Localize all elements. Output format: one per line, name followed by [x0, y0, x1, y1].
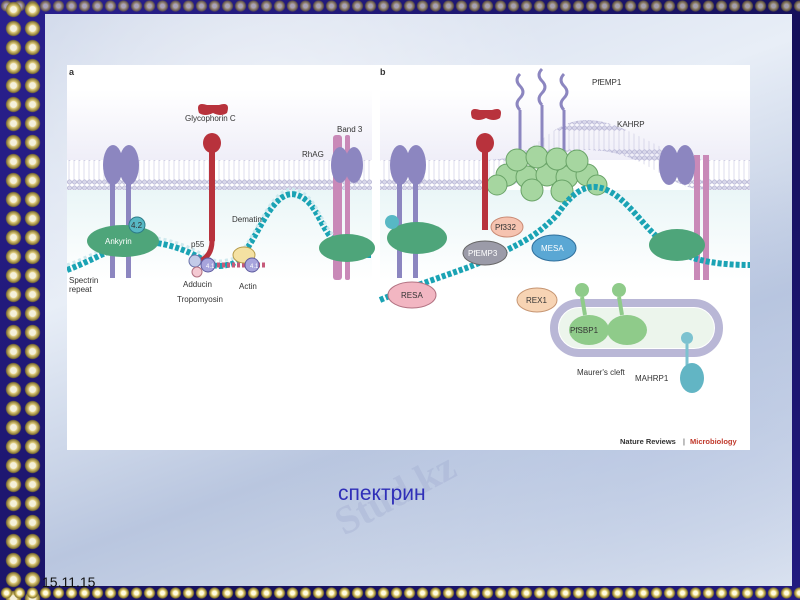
label-p55: p55	[191, 240, 205, 249]
bead-border-top	[0, 0, 800, 12]
label-ankyrin: Ankyrin	[105, 237, 132, 246]
label-rhag: RhAG	[302, 150, 324, 159]
label-tropomyosin: Tropomyosin	[177, 295, 223, 304]
glycophorin-c-protein	[471, 109, 501, 230]
resa-protein	[387, 281, 437, 309]
mesa-protein	[531, 234, 577, 262]
bead-border-bottom	[0, 586, 800, 600]
figure: a Glycophorin C Band 3 RhAG Ankyrin 4.2 …	[65, 65, 751, 450]
pfemp3-protein	[462, 240, 508, 266]
label-band3: Band 3	[337, 125, 363, 134]
ankyrin-protein	[387, 222, 447, 254]
label-dematin: Dematin	[232, 215, 262, 224]
label-mesa: MESA	[541, 244, 564, 253]
pfsbp1-protein	[607, 315, 647, 345]
label-actin: Actin	[239, 282, 257, 291]
label-adducin: Adducin	[183, 280, 212, 289]
credit-section: Microbiology	[690, 437, 737, 446]
label-resa: RESA	[401, 291, 423, 300]
junctional-complex	[188, 246, 267, 278]
label-rex1: REX1	[526, 296, 547, 305]
maurers-cleft	[550, 283, 723, 393]
credit-separator: |	[683, 437, 685, 446]
pfsbp1-protein	[569, 315, 609, 345]
protein-4-2	[385, 215, 399, 229]
slide-caption: спектрин	[338, 482, 426, 505]
panel-a	[65, 90, 375, 280]
rex1-protein	[516, 287, 558, 313]
glycophorin-c-protein	[193, 104, 228, 266]
band3-dimer-right	[659, 145, 709, 280]
panel-b	[378, 67, 751, 393]
label-4-1: 4.1	[206, 264, 215, 270]
credit-journal: Nature Reviews	[620, 437, 676, 446]
label-4-1: 4.1	[250, 264, 259, 270]
panel-a-letter: a	[69, 67, 75, 77]
ankyrin-protein	[319, 234, 375, 262]
bead-border-left	[4, 0, 42, 600]
label-pfsbp1: PfSBP1	[570, 326, 599, 335]
panel-b-letter: b	[380, 67, 386, 77]
membrane-diagram: a Glycophorin C Band 3 RhAG Ankyrin 4.2 …	[65, 67, 751, 446]
ankyrin-protein	[87, 225, 159, 257]
label-glycophorin-c: Glycophorin C	[185, 114, 236, 123]
pf332-protein	[490, 216, 524, 238]
ankyrin-protein	[649, 229, 705, 261]
label-4-2: 4.2	[131, 221, 143, 230]
label-pfemp1: PfEMP1	[592, 78, 622, 87]
kahrp-knob	[486, 145, 608, 203]
diagram-labels: a Glycophorin C Band 3 RhAG Ankyrin 4.2 …	[69, 67, 737, 446]
label-mahrp1: MAHRP1	[635, 374, 669, 383]
label-kahrp: KAHRP	[617, 120, 645, 129]
label-pf332: Pf332	[495, 223, 516, 232]
protein-4-2	[128, 216, 146, 234]
lipid-bilayer	[380, 120, 750, 190]
label-maurers-cleft: Maurer's cleft	[577, 368, 626, 377]
label-pfemp3: PfEMP3	[468, 249, 498, 258]
